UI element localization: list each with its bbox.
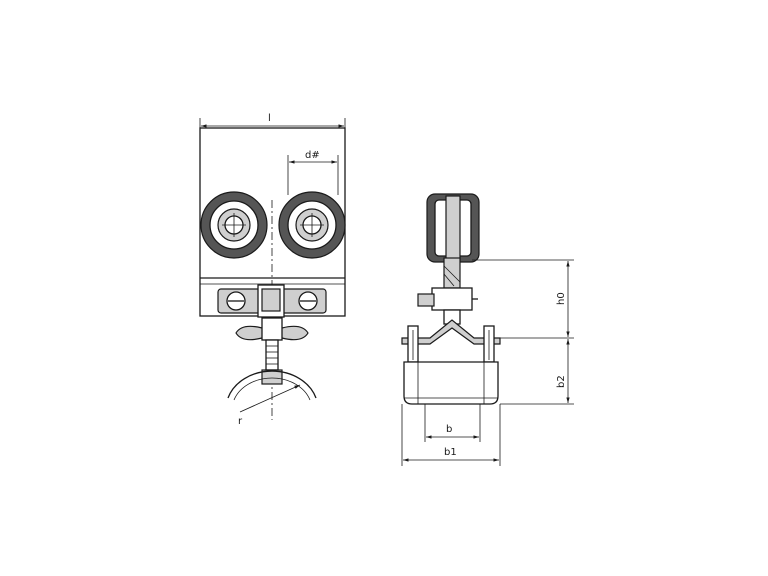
saddle-clamp — [401, 319, 501, 345]
right-wheel — [278, 191, 346, 259]
label-b: b — [446, 424, 452, 435]
side-view: h0 b2 b b1 — [401, 193, 574, 466]
label-d: d# — [305, 150, 320, 161]
left-wheel — [200, 191, 268, 259]
label-h0: h0 — [556, 292, 567, 305]
label-b1: b1 — [444, 447, 457, 458]
label-b2: b2 — [556, 375, 567, 388]
label-r: r — [238, 416, 243, 427]
bolt — [265, 339, 279, 371]
cable-arc — [227, 370, 317, 399]
label-l: l — [268, 113, 271, 124]
front-view: r l d# — [199, 113, 346, 427]
